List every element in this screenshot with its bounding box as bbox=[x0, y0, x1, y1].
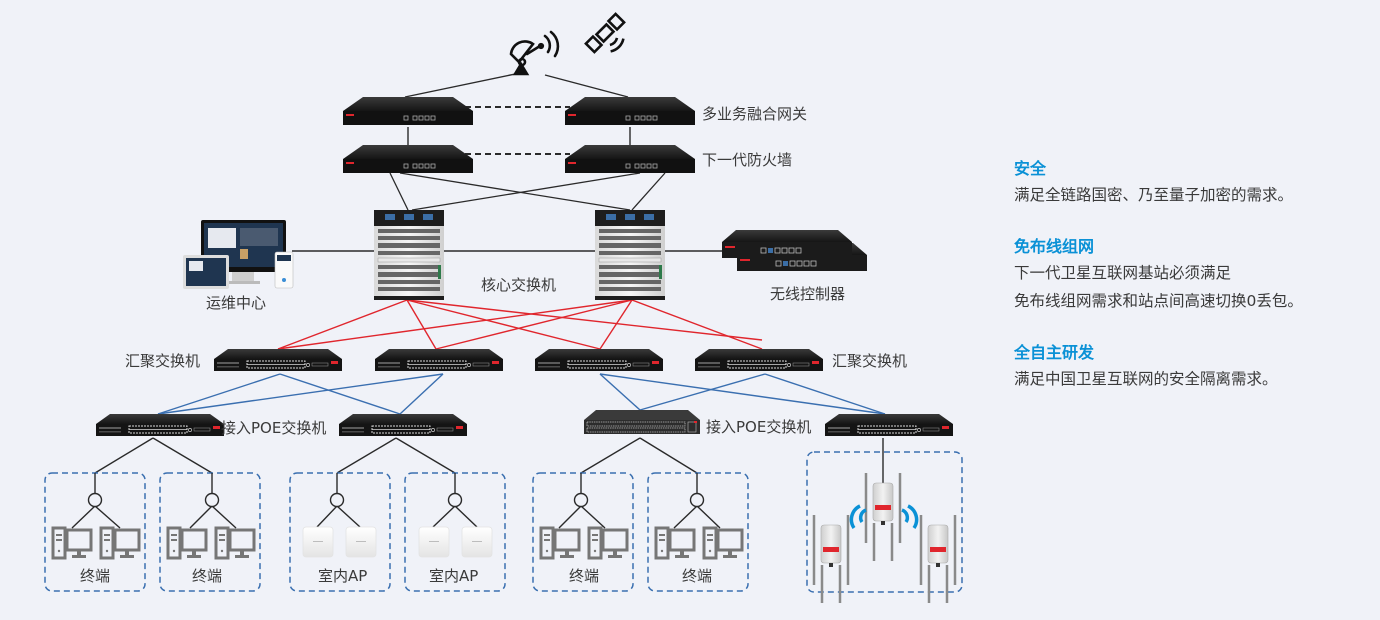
pc-terminal-icon bbox=[99, 526, 141, 560]
aggregation-switch bbox=[694, 348, 824, 372]
wifi-signal-icon bbox=[849, 504, 919, 529]
feature-title: 免布线组网 bbox=[1014, 237, 1095, 256]
gateway-label: 多业务融合网关 bbox=[702, 105, 807, 123]
wireless-controller-label: 无线控制器 bbox=[770, 285, 845, 303]
aggregation-switch bbox=[534, 348, 664, 372]
group-label: 终端 bbox=[192, 567, 222, 585]
pc-terminal-icon bbox=[51, 526, 93, 560]
wireless-controller-device bbox=[721, 229, 853, 259]
core-aggregation-links bbox=[277, 299, 763, 350]
pc-terminal-icon bbox=[702, 526, 744, 560]
gateway-device-left bbox=[342, 96, 474, 126]
aggregation-switch bbox=[213, 348, 343, 372]
outdoor-ap-device bbox=[812, 513, 850, 605]
firewall-label: 下一代防火墙 bbox=[702, 151, 792, 169]
access-poe-switch-label-right: 接入POE交换机 bbox=[706, 418, 811, 436]
indoor-ap-device bbox=[418, 526, 450, 558]
uplink-links bbox=[404, 72, 629, 98]
feature-description: 免布线组网需求和站点间高速切换0丢包。 bbox=[1014, 292, 1303, 310]
access-poe-switch bbox=[824, 413, 954, 437]
feature-description: 满足中国卫星互联网的安全隔离需求。 bbox=[1014, 370, 1278, 388]
indoor-ap-device bbox=[345, 526, 377, 558]
gateway-device-right bbox=[564, 96, 696, 126]
group-box-terminal-3 bbox=[532, 472, 634, 592]
hub-node bbox=[204, 492, 220, 508]
group-label: 终端 bbox=[80, 567, 110, 585]
group-box-indoor-ap-1 bbox=[289, 472, 391, 592]
access-poe-switch bbox=[338, 413, 468, 437]
hub-node bbox=[447, 492, 463, 508]
access-poe-switch bbox=[583, 409, 701, 435]
group-label: 终端 bbox=[682, 567, 712, 585]
aggregation-switch-label-right: 汇聚交换机 bbox=[832, 352, 907, 370]
aggregation-access-links bbox=[157, 373, 886, 415]
ops-center-label: 运维中心 bbox=[206, 294, 266, 312]
hub-branches bbox=[71, 473, 721, 529]
hub-nodes bbox=[87, 492, 705, 508]
hub-node bbox=[573, 492, 589, 508]
group-label: 室内AP bbox=[429, 567, 478, 585]
access-poe-switch-label-left: 接入POE交换机 bbox=[221, 419, 326, 437]
group-box-terminal-2 bbox=[159, 472, 261, 592]
group-box-terminal-4 bbox=[647, 472, 749, 592]
group-box-outdoor-ap bbox=[806, 451, 963, 593]
core-switch-right bbox=[594, 209, 666, 301]
feature-self-developed: 全自主研发 满足中国卫星互联网的安全隔离需求。 bbox=[1014, 341, 1374, 393]
aggregation-switch-label-left: 汇聚交换机 bbox=[125, 352, 200, 370]
gateway-firewall-links bbox=[407, 127, 631, 145]
pc-terminal-icon bbox=[654, 526, 696, 560]
core-switch-label: 核心交换机 bbox=[481, 276, 556, 294]
pc-terminal-icon bbox=[214, 526, 256, 560]
hub-node bbox=[329, 492, 345, 508]
pc-terminal-icon bbox=[587, 526, 629, 560]
feature-list: 安全 满足全链路国密、乃至量子加密的需求。 免布线组网 下一代卫星互联网基站必须… bbox=[1014, 157, 1374, 419]
feature-description: 下一代卫星互联网基站必须满足 bbox=[1014, 264, 1232, 282]
satellite-dish-icon bbox=[509, 30, 560, 76]
feature-security: 安全 满足全链路国密、乃至量子加密的需求。 bbox=[1014, 157, 1374, 209]
feature-description: 满足全链路国密、乃至量子加密的需求。 bbox=[1014, 186, 1294, 204]
indoor-ap-device bbox=[461, 526, 493, 558]
ops-center-devices bbox=[183, 220, 294, 289]
outdoor-ap-device bbox=[919, 513, 957, 605]
feature-title: 安全 bbox=[1014, 159, 1047, 178]
ha-dashed-links bbox=[465, 106, 570, 155]
hub-node bbox=[689, 492, 705, 508]
endpoint-groups bbox=[44, 451, 963, 593]
indoor-ap-device bbox=[302, 526, 334, 558]
group-label: 室内AP bbox=[318, 567, 367, 585]
access-poe-switch bbox=[95, 413, 225, 437]
satellite-icon bbox=[584, 12, 626, 54]
feature-title: 全自主研发 bbox=[1014, 343, 1095, 362]
core-switch-left bbox=[373, 209, 445, 301]
pc-terminal-icon bbox=[166, 526, 208, 560]
aggregation-switch bbox=[374, 348, 504, 372]
firewall-device-left bbox=[342, 144, 474, 174]
firewall-device-right bbox=[564, 144, 696, 174]
feature-wireless-networking: 免布线组网 下一代卫星互联网基站必须满足 免布线组网需求和站点间高速切换0丢包。 bbox=[1014, 235, 1374, 315]
access-group-links bbox=[94, 437, 884, 490]
hub-node bbox=[87, 492, 103, 508]
firewall-core-links bbox=[389, 172, 666, 211]
pc-terminal-icon bbox=[539, 526, 581, 560]
outdoor-ap-device bbox=[864, 471, 902, 563]
group-label: 终端 bbox=[569, 567, 599, 585]
